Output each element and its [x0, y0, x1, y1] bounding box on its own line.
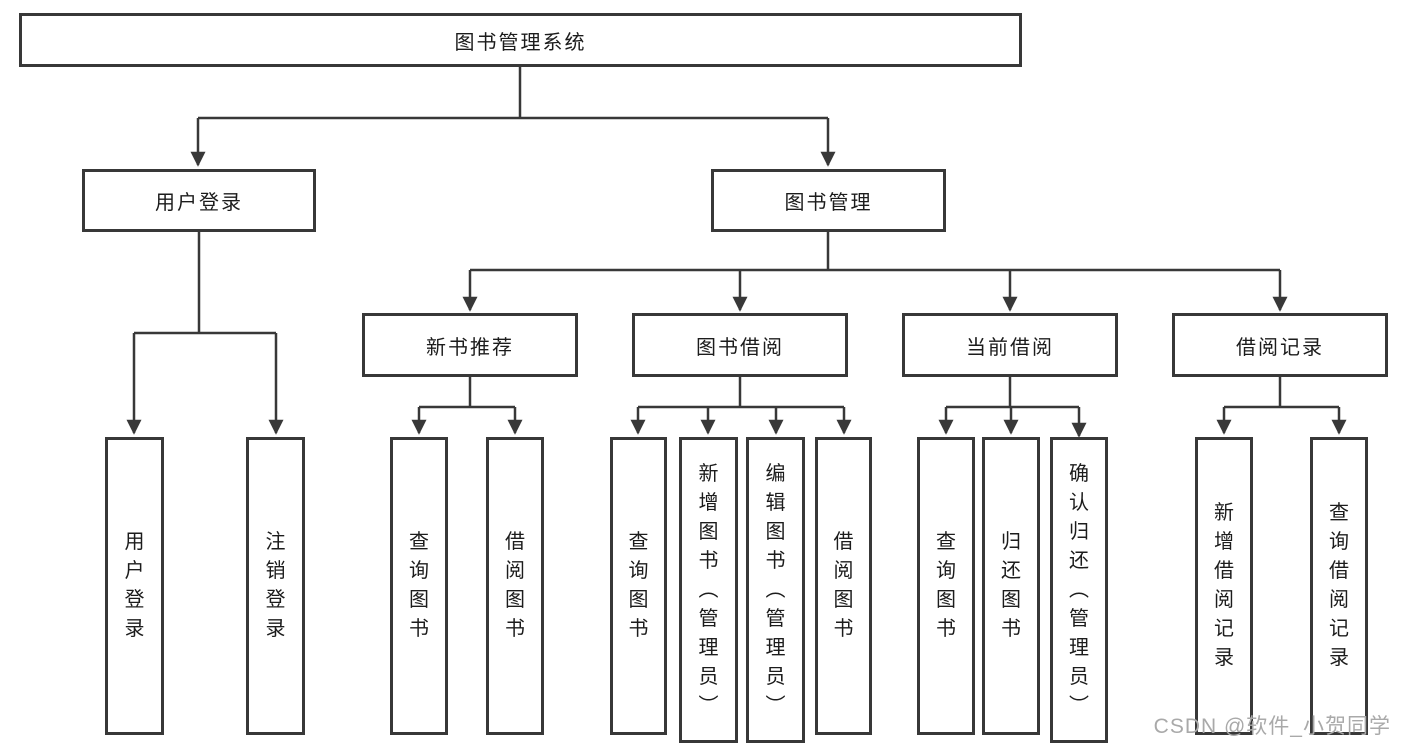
leaf-confirm-return-admin: 确认归还︵管理员︶	[1050, 437, 1108, 743]
node-borrowing-records: 借阅记录	[1172, 313, 1388, 377]
node-root-library-management-system: 图书管理系统	[19, 13, 1022, 67]
leaf-label: 归还图书	[1001, 531, 1021, 640]
node-user-login: 用户登录	[82, 169, 316, 232]
node-label: 图书管理	[784, 192, 873, 214]
leaf-label: 查询借阅记录	[1329, 502, 1349, 669]
leaf-label: 新增借阅记录	[1214, 502, 1234, 669]
node-new-book-recommendation: 新书推荐	[362, 313, 578, 377]
leaf-edit-books-admin: 编辑图书︵管理员︶	[746, 437, 805, 743]
leaf-label: 用户登录	[124, 531, 145, 640]
node-label: 图书管理系统	[454, 31, 587, 54]
leaf-query-borrow-record: 查询借阅记录	[1310, 437, 1368, 735]
leaf-borrow-books: 借阅图书	[815, 437, 872, 735]
leaf-label: 借阅图书	[833, 531, 854, 640]
leaf-label: 查询图书	[628, 531, 649, 640]
leaf-label: 新增图书︵管理员︶	[698, 462, 719, 717]
leaf-query-books-current: 查询图书	[917, 437, 975, 735]
leaf-label: 编辑图书︵管理员︶	[765, 462, 786, 717]
csdn-watermark: CSDN @软件_小贺同学	[1153, 715, 1391, 738]
leaf-label: 查询图书	[936, 531, 956, 640]
leaf-label: 查询图书	[409, 531, 429, 640]
node-label: 当前借阅	[966, 336, 1054, 359]
leaf-borrow-books-recommend: 借阅图书	[486, 437, 544, 735]
node-label: 借阅记录	[1236, 336, 1324, 359]
node-current-borrowing: 当前借阅	[902, 313, 1118, 377]
leaf-logout: 注销登录	[246, 437, 305, 735]
node-label: 新书推荐	[426, 336, 514, 359]
node-book-management: 图书管理	[711, 169, 946, 232]
leaf-query-books-borrow: 查询图书	[610, 437, 667, 735]
leaf-user-login: 用户登录	[105, 437, 164, 735]
leaf-return-books: 归还图书	[982, 437, 1040, 735]
leaf-label: 注销登录	[265, 531, 286, 640]
leaf-query-books-recommend: 查询图书	[390, 437, 448, 735]
leaf-label: 确认归还︵管理员︶	[1069, 462, 1089, 717]
leaf-add-books-admin: 新增图书︵管理员︶	[679, 437, 738, 743]
leaf-add-borrow-record: 新增借阅记录	[1195, 437, 1253, 735]
leaf-label: 借阅图书	[505, 531, 525, 640]
node-book-borrowing: 图书借阅	[632, 313, 848, 377]
node-label: 用户登录	[155, 192, 243, 214]
node-label: 图书借阅	[696, 336, 784, 359]
